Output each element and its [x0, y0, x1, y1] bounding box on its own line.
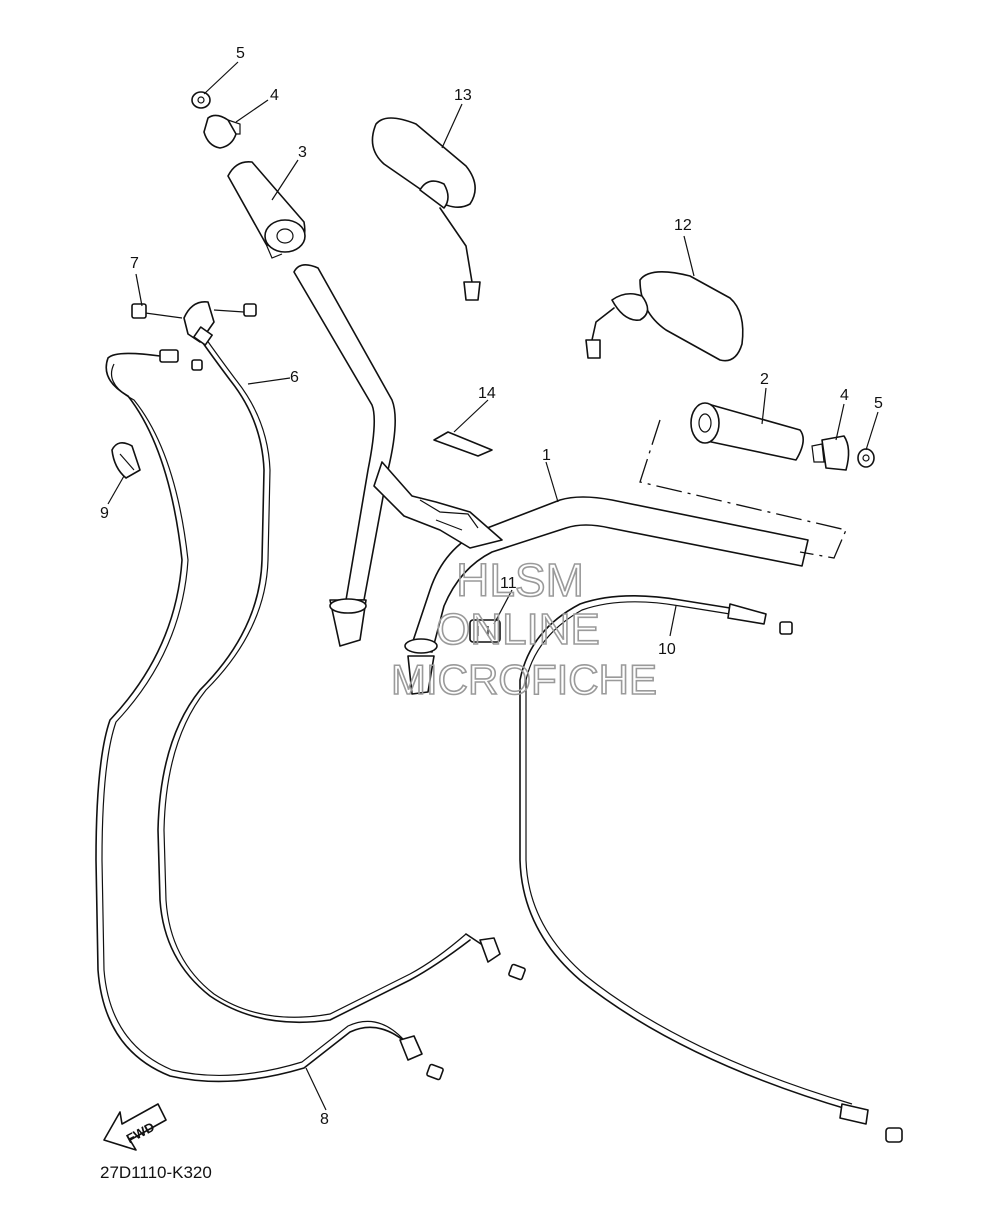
- watermark-line-2: ONLINE: [436, 605, 600, 654]
- callout-8: 8: [320, 1111, 329, 1128]
- callout-14: 14: [478, 385, 496, 402]
- right-mirror: [585, 271, 744, 362]
- callout-9: 9: [100, 505, 109, 522]
- callout-11: 11: [500, 575, 517, 592]
- callout-4-left: 4: [270, 87, 279, 104]
- callout-5-right: 5: [874, 395, 883, 412]
- clutch-cable: [519, 595, 903, 1143]
- watermark-line-3: MICROFICHE: [391, 656, 657, 703]
- cable-clamp: [111, 442, 141, 479]
- callout-2: 2: [760, 371, 769, 388]
- left-mirror: [371, 117, 481, 301]
- callout-1: 1: [542, 447, 551, 464]
- holder-bolt: [131, 303, 183, 319]
- callout-3: 3: [298, 144, 307, 161]
- watermark: HLSM ONLINE MICROFICHE: [390, 553, 658, 704]
- left-grip: [227, 160, 306, 259]
- callout-4-right: 4: [840, 387, 849, 404]
- label-plate: [433, 431, 493, 457]
- left-grip-end-nut: [191, 91, 211, 109]
- callout-12: 12: [674, 217, 692, 234]
- throttle-cable-1: [157, 326, 526, 1024]
- callout-10: 10: [658, 641, 676, 658]
- handlebar-switch: [469, 619, 501, 643]
- callout-6: 6: [290, 369, 299, 386]
- callout-13: 13: [454, 87, 472, 104]
- right-grip-end-weight: [811, 435, 850, 471]
- leader-lines: [107, 61, 879, 1111]
- diagram-code: 27D1110-K320: [100, 1163, 212, 1182]
- callout-7: 7: [130, 255, 139, 272]
- watermark-line-1: HLSM: [456, 554, 584, 606]
- right-grip: [639, 402, 847, 559]
- handlebar: [293, 264, 809, 695]
- left-grip-end-weight: [203, 114, 241, 149]
- fwd-arrow-icon: FWD: [103, 1103, 167, 1151]
- right-grip-end-nut: [857, 448, 875, 468]
- throttle-cable-2: [95, 349, 444, 1083]
- callout-5-left: 5: [236, 45, 245, 62]
